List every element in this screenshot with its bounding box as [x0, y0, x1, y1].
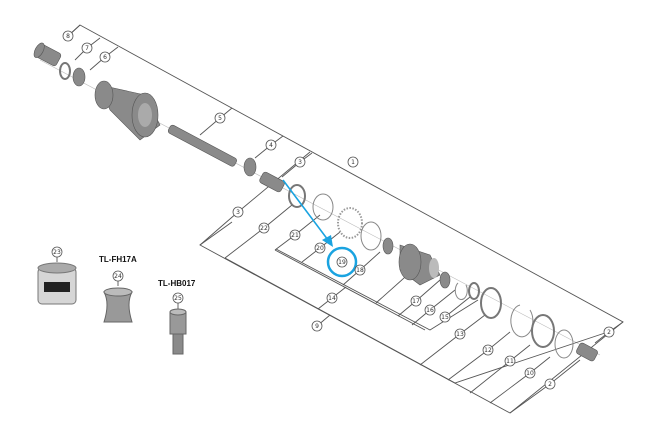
- highlight-circle: [326, 246, 358, 278]
- ring-11: [531, 314, 555, 348]
- callout-number: 3: [298, 159, 302, 166]
- callout-1: 1: [347, 156, 359, 168]
- callout-number: 7: [85, 45, 89, 52]
- callout-13: 13: [454, 328, 466, 340]
- callout-4: 4: [265, 139, 277, 151]
- bearing-17a: [382, 237, 394, 255]
- callout-15: 15: [439, 311, 451, 323]
- axle: [167, 124, 237, 167]
- callout-number: 19: [338, 259, 346, 266]
- ring-18: [360, 221, 382, 251]
- callout-3: 3: [232, 206, 244, 218]
- callout-9: 9: [311, 320, 323, 332]
- callout-number: 17: [412, 298, 420, 305]
- callout-number: 20: [316, 245, 324, 252]
- end-cap-left: [33, 42, 62, 67]
- callout-number: 10: [526, 370, 534, 377]
- hub-body: [94, 80, 161, 141]
- callout-number: 2: [607, 329, 611, 336]
- callout-number: 15: [441, 314, 449, 321]
- freehub-body: [398, 243, 441, 286]
- callout-6: 6: [99, 51, 111, 63]
- callout-number: 13: [456, 331, 464, 338]
- snap-ring-16: [454, 282, 468, 300]
- callout-number: 12: [484, 347, 492, 354]
- callout-number: 5: [218, 115, 222, 122]
- tool-24-name: TL-FH17A: [99, 255, 137, 264]
- callout-7: 7: [81, 42, 93, 54]
- callout-number: 11: [506, 358, 514, 365]
- axle-end-3: [259, 171, 285, 193]
- callout-number: 3: [236, 209, 240, 216]
- callout-number: 25: [174, 295, 182, 302]
- ratchet-20: [337, 207, 363, 239]
- callout-12: 12: [482, 344, 494, 356]
- tool-25-name: TL-HB017: [158, 279, 196, 288]
- ring-21: [312, 193, 334, 221]
- ring-22: [288, 184, 306, 208]
- callout-11: 11: [504, 355, 516, 367]
- callout-18: 18: [354, 264, 366, 276]
- callout-number: 22: [260, 225, 268, 232]
- ring-10: [554, 329, 574, 359]
- callout-25: 25: [172, 292, 184, 304]
- callout-22: 22: [258, 222, 270, 234]
- leader-lines: [56, 24, 624, 414]
- highlight-arrow: [282, 179, 358, 278]
- callout-21: 21: [289, 229, 301, 241]
- callout-number: 18: [356, 267, 364, 274]
- tool-24-tl-fh17a: [103, 287, 133, 323]
- callout-24: 24: [112, 270, 124, 282]
- callout-number: 24: [114, 273, 122, 280]
- callout-19: 19: [336, 256, 348, 268]
- callout-3: 3: [294, 156, 306, 168]
- callout-number: 9: [315, 323, 319, 330]
- tool-23-grease: [37, 262, 77, 305]
- snap-ring-12: [510, 304, 534, 338]
- callout-number: 8: [66, 33, 70, 40]
- callout-14: 14: [326, 292, 338, 304]
- ring-13: [480, 287, 502, 319]
- callout-2: 2: [544, 378, 556, 390]
- callout-number: 1: [351, 159, 355, 166]
- tool-25-tl-hb017: [169, 308, 187, 355]
- callout-2: 2: [603, 326, 615, 338]
- bearing-4: [243, 157, 257, 177]
- callout-number: 6: [103, 54, 107, 61]
- callout-number: 2: [548, 381, 552, 388]
- end-cap-right: [576, 342, 598, 362]
- seal-15: [468, 282, 480, 300]
- callout-number: 4: [269, 142, 273, 149]
- callout-20: 20: [314, 242, 326, 254]
- callout-8: 8: [62, 30, 74, 42]
- callout-number: 14: [328, 295, 336, 302]
- callout-17: 17: [410, 295, 422, 307]
- callout-number: 16: [426, 307, 434, 314]
- callout-labels: 1223345678910111213141516171819202122232…: [51, 30, 615, 390]
- callout-5: 5: [214, 112, 226, 124]
- callout-16: 16: [424, 304, 436, 316]
- callout-23: 23: [51, 246, 63, 258]
- hub-parts: [33, 42, 598, 362]
- bearing-17: [439, 271, 451, 289]
- bearing-left: [72, 67, 86, 87]
- callout-number: 23: [53, 249, 61, 256]
- callout-number: 21: [291, 232, 299, 239]
- seal-ring: [59, 62, 71, 80]
- callout-10: 10: [524, 367, 536, 379]
